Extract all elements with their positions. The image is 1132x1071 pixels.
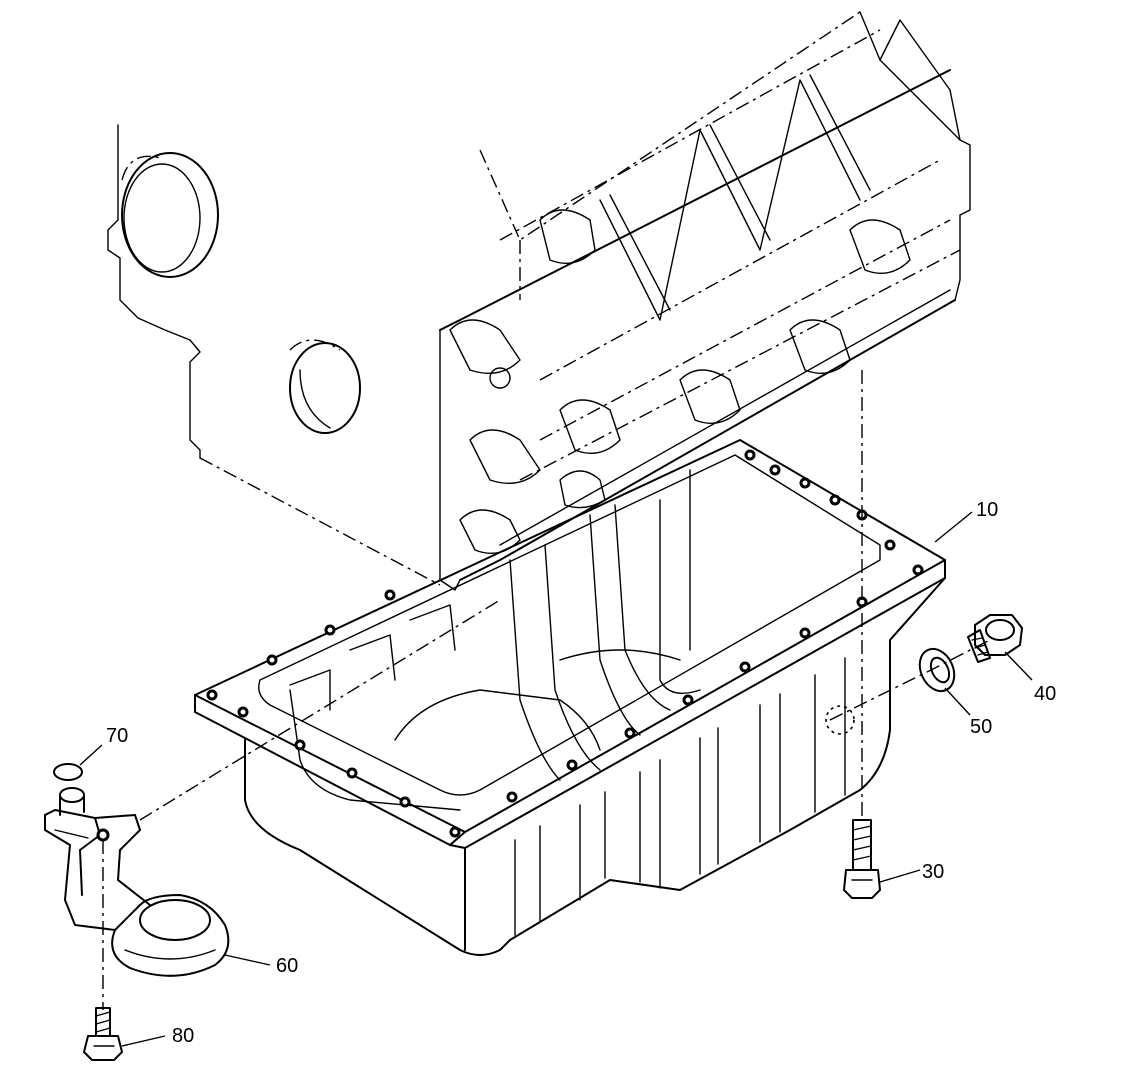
callout-80: 80 (172, 1025, 194, 1047)
strainer-bolt (83, 1007, 166, 1061)
oil-strainer (44, 599, 501, 1010)
engine-block-outline (107, 11, 971, 591)
callout-40: 40 (1034, 683, 1056, 705)
pan-bolt (843, 370, 921, 899)
drain-plug (967, 614, 1033, 681)
o-ring (53, 744, 103, 781)
callout-70: 70 (106, 725, 128, 747)
oil-pan (194, 439, 973, 956)
callout-30: 30 (922, 861, 944, 883)
callout-60: 60 (276, 955, 298, 977)
callout-10: 10 (976, 499, 998, 521)
callout-50: 50 (970, 716, 992, 738)
drain-washer (829, 639, 991, 721)
flange-bolt-holes (206, 449, 924, 838)
